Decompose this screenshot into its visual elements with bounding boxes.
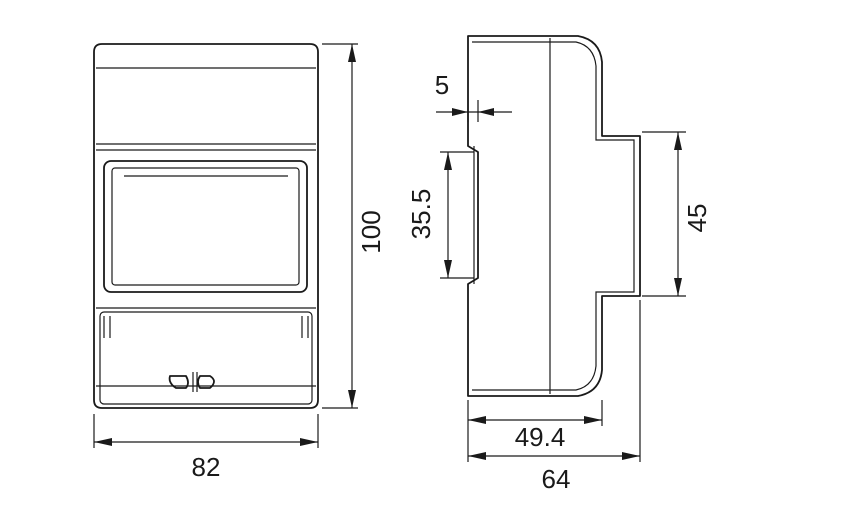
dim-mount-height: 45 [642, 131, 712, 297]
side-outer-body [467, 35, 641, 397]
arrow-head [622, 452, 640, 460]
arrow-head [478, 108, 494, 116]
dim-label-front-height: 100 [356, 210, 386, 253]
arrow-head [348, 44, 356, 62]
display-window-frame [103, 160, 308, 293]
dim-front-height: 100 [322, 43, 386, 409]
dim-label-side-depth: 49.4 [515, 422, 566, 452]
dim-label-mount-height: 45 [682, 204, 712, 233]
dim-front-width: 82 [93, 414, 319, 482]
front-view [93, 43, 319, 409]
arrow-head [452, 108, 468, 116]
arrow-head [94, 438, 112, 446]
arrow-head [444, 152, 452, 170]
terminal-cover [99, 311, 313, 405]
dim-label-front-width: 82 [192, 452, 221, 482]
arrow-head [468, 452, 486, 460]
dim-side-offset: 5 [435, 70, 512, 122]
side-view [467, 35, 641, 397]
seal-screw-icon [168, 372, 215, 392]
front-outer-body [93, 43, 319, 409]
arrow-head [674, 132, 682, 150]
arrow-head [300, 438, 318, 446]
dim-side-depth: 49.4 [467, 400, 603, 462]
display-window-inner [111, 167, 300, 286]
dim-label-side-offset: 5 [435, 70, 449, 100]
dim-label-total-depth: 64 [542, 464, 571, 494]
dim-label-rail-height: 35.5 [406, 189, 436, 240]
side-inner-contour [472, 41, 635, 391]
arrow-head [468, 416, 486, 424]
dim-rail-height: 35.5 [406, 151, 474, 279]
arrow-head [444, 260, 452, 278]
dim-total-depth: 64 [468, 300, 641, 494]
arrow-head [674, 278, 682, 296]
arrow-head [584, 416, 602, 424]
arrow-head [348, 390, 356, 408]
